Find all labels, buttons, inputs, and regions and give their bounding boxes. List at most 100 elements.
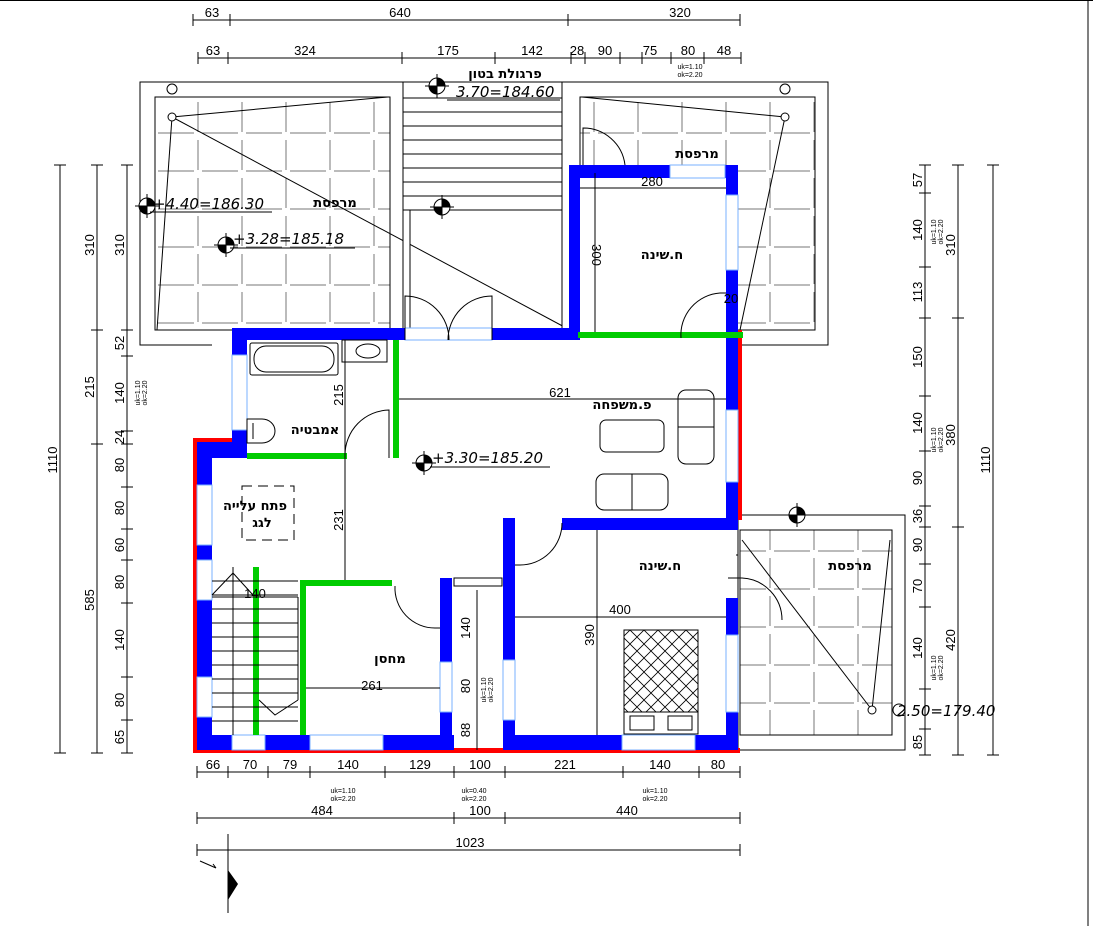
elevation-marker-icon <box>412 451 436 475</box>
bed-icon <box>623 629 699 713</box>
dim-label: 640 <box>389 5 411 20</box>
elevation-marker-icon <box>785 503 809 527</box>
bottom-dimension-row-1: 66 70 79 140 129 100 221 140 80 uk=1.10 … <box>196 757 741 803</box>
dim-label: 80 <box>112 693 127 707</box>
dim-label: 65 <box>112 730 127 744</box>
dim-label: 140 <box>458 617 473 639</box>
dim-label: 140 <box>244 586 266 601</box>
dim-label: 142 <box>521 43 543 58</box>
door-swing <box>728 554 783 621</box>
dim-label: 140 <box>112 629 127 651</box>
family-room-furniture <box>595 389 715 511</box>
room-label-bedroom-1: ח.שינה <box>641 248 683 263</box>
dim-label: 70 <box>243 757 257 772</box>
terrace-east: מרפסת <box>737 514 906 751</box>
window <box>725 634 739 713</box>
dim-label: 79 <box>283 757 297 772</box>
window <box>725 194 739 271</box>
bedroom-1-floor <box>580 178 726 338</box>
dim-label: 80 <box>112 458 127 472</box>
dim-label: 100 <box>469 803 491 818</box>
dim-label: 175 <box>437 43 459 58</box>
dim-label: 261 <box>361 678 383 693</box>
dim-label: 129 <box>409 757 431 772</box>
window-note: uk=1.10 <box>330 788 355 795</box>
dim-label: 310 <box>943 234 958 256</box>
window <box>196 676 213 718</box>
window <box>196 559 213 601</box>
dim-label: 231 <box>331 509 346 531</box>
toilet-icon <box>246 418 276 444</box>
window-note: uk=1.10 <box>931 219 938 244</box>
dim-label: 221 <box>554 757 576 772</box>
dim-label: 310 <box>112 234 127 256</box>
window-note: uk=1.10 <box>642 788 667 795</box>
top-dimension-row-2: 63 324 175 142 28 90 75 80 48 uk=1.10 ok… <box>197 43 742 79</box>
dim-label: 140 <box>910 412 925 434</box>
dim-label: 140 <box>112 382 127 404</box>
door-swing <box>447 295 493 341</box>
dim-label: 320 <box>669 5 691 20</box>
dim-label: 280 <box>641 174 663 189</box>
dim-label: 63 <box>205 5 219 20</box>
dim-label: 90 <box>910 538 925 552</box>
elevation-label: +3.30=185.20 <box>432 449 543 467</box>
north-arrow-icon <box>199 834 238 913</box>
dim-label: 380 <box>943 424 958 446</box>
dim-label: 215 <box>331 384 346 406</box>
dim-label: 140 <box>337 757 359 772</box>
door-swing <box>404 295 450 341</box>
dim-label: 400 <box>609 602 631 617</box>
elevation-marker-icon <box>214 233 238 257</box>
dim-label: 57 <box>910 173 925 187</box>
room-label-pergola: פרגולת בטון <box>468 67 542 82</box>
dim-label: 48 <box>717 43 731 58</box>
room-label-terrace-e: מרפסת <box>828 559 872 574</box>
insulation-lines <box>193 330 742 753</box>
concrete-pergola: פרגולת בטון <box>402 67 563 331</box>
room-label-bedroom-2: ח.שינה <box>639 559 681 574</box>
dim-label: 60 <box>112 538 127 552</box>
dim-label: 324 <box>294 43 316 58</box>
dim-label: 80 <box>681 43 695 58</box>
dim-label: 80 <box>112 575 127 589</box>
dim-label: 420 <box>943 629 958 651</box>
window-note: uk=0.40 <box>461 788 486 795</box>
window-note: ok=2.20 <box>488 677 495 702</box>
terrace-northwest: מרפסת <box>139 81 571 346</box>
window-note: ok=2.20 <box>938 655 945 680</box>
dim-label: 215 <box>82 376 97 398</box>
bed <box>623 629 699 735</box>
door-swing <box>394 585 440 629</box>
windows <box>196 164 739 751</box>
door-swing <box>582 127 626 166</box>
elevation-marker-icon <box>892 703 906 717</box>
staircase <box>211 567 299 735</box>
dim-label: 80 <box>112 501 127 515</box>
dim-label: 66 <box>206 757 220 772</box>
window <box>196 484 213 546</box>
elevation-label: 3.70=184.60 <box>456 83 554 101</box>
window-note: ok=2.20 <box>461 796 486 803</box>
elevation-marker-icon <box>135 194 159 218</box>
room-label-roof-hatch: פתח עלייה <box>223 499 287 514</box>
window-note: ok=2.20 <box>938 219 945 244</box>
dim-label: 100 <box>469 757 491 772</box>
room-label-storage: מחסן <box>374 652 406 667</box>
left-dimensions: 1110 310 215 585 310 52 140 24 80 80 60 … <box>45 164 149 754</box>
doors <box>344 127 783 629</box>
window-note: ok=2.20 <box>642 796 667 803</box>
window-note: uk=1.10 <box>931 427 938 452</box>
window-note: uk=1.10 <box>481 677 488 702</box>
bathroom-fixtures <box>246 339 388 444</box>
dim-label: 80 <box>458 679 473 693</box>
room-label-roof-hatch: לגג <box>252 516 271 531</box>
interior-dimensions: 280 300 20 621 215 231 140 261 140 80 88… <box>212 173 738 750</box>
dim-label: 113 <box>910 282 925 303</box>
door-swing <box>515 522 563 566</box>
dim-label: 80 <box>711 757 725 772</box>
door-swing <box>680 292 726 339</box>
window-note: ok=2.20 <box>938 427 945 452</box>
window <box>621 734 696 751</box>
